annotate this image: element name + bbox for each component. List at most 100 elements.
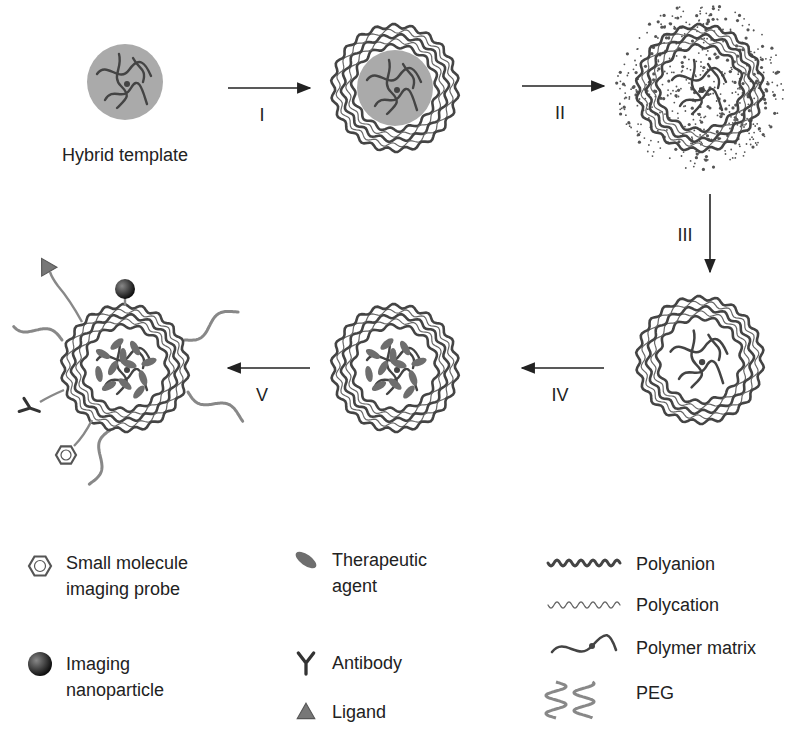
dissolved-template [664, 113, 666, 115]
polymer-chain [692, 331, 702, 388]
dissolved-template [688, 123, 691, 126]
dissolved-template [737, 119, 739, 121]
imaging-nanoparticle-icon [28, 652, 52, 676]
dissolved-template [686, 68, 688, 70]
dissolved-template [668, 36, 670, 38]
dissolved-template [622, 83, 625, 86]
dissolved-template [718, 9, 720, 11]
dissolved-template [617, 75, 619, 77]
dissolved-template [657, 20, 660, 23]
therapeutic-agent [131, 384, 147, 401]
antibody-icon [298, 653, 313, 674]
dissolved-template [780, 83, 782, 85]
dissolved-template [673, 27, 676, 30]
dissolved-template [648, 144, 650, 146]
dissolved-template [712, 166, 715, 169]
dissolved-template [659, 147, 661, 149]
dissolved-template [683, 56, 686, 59]
dissolved-template [637, 133, 640, 136]
dissolved-template [764, 135, 766, 137]
dissolved-template [723, 114, 725, 116]
polyanion-layer [656, 44, 744, 132]
dissolved-template [700, 61, 702, 63]
dissolved-template [694, 163, 696, 165]
therapeutic-agent [94, 365, 104, 382]
dissolved-template [725, 153, 727, 155]
dissolved-template [743, 18, 745, 20]
legend-text: PEG [636, 680, 786, 706]
dissolved-template [771, 81, 773, 83]
dissolved-template [770, 62, 772, 64]
dissolved-template [657, 130, 659, 132]
therapeutic-agent [100, 379, 117, 393]
therapeutic-agent [140, 356, 157, 368]
therapeutic-agent [119, 348, 126, 364]
peg-sample [574, 682, 594, 718]
dissolved-template [745, 37, 748, 40]
dissolved-template [751, 146, 754, 149]
dissolved-template [657, 67, 660, 70]
dissolved-template [723, 99, 726, 102]
dissolved-template [707, 74, 710, 77]
polycation-layer [76, 319, 174, 417]
dissolved-template [743, 72, 745, 74]
dissolved-template [775, 98, 777, 100]
dissolved-template [699, 120, 701, 122]
imaging-probe-icon [29, 557, 51, 576]
dissolved-template [748, 103, 750, 105]
dissolved-template [772, 91, 774, 93]
legend-text: Therapeutic agent [332, 547, 452, 599]
polycation-layer [346, 319, 444, 417]
polymer-matrix [367, 60, 421, 114]
dissolved-template [742, 25, 744, 27]
dissolved-template [669, 58, 671, 60]
step-arrow [709, 194, 711, 272]
dissolved-template [651, 106, 653, 108]
peg-sample [546, 682, 566, 718]
template-caption: Hybrid template [35, 142, 215, 168]
dissolved-template [773, 94, 776, 97]
polycation-layer [346, 39, 444, 137]
dissolved-template [723, 83, 725, 85]
dissolved-template [700, 116, 702, 118]
dissolved-template [640, 55, 642, 57]
dissolved-template [735, 153, 737, 155]
dissolved-template [667, 89, 669, 91]
polymer-chain [403, 64, 414, 88]
dissolved-template [644, 137, 646, 139]
dissolved-template [700, 141, 702, 143]
dissolved-template [684, 126, 686, 128]
dissolved-template [769, 59, 771, 61]
dissolved-template [753, 30, 755, 32]
dissolved-template [698, 113, 701, 116]
dissolved-template [757, 48, 759, 50]
dissolved-template [731, 106, 734, 109]
dissolved-template [644, 65, 647, 68]
dissolved-template [717, 115, 719, 117]
dissolved-template [666, 37, 668, 39]
dissolved-template [657, 59, 659, 61]
imaging-probe-icon [35, 561, 46, 572]
dissolved-template [695, 60, 697, 62]
polyanion-layer [331, 304, 459, 432]
dissolved-template [769, 125, 772, 128]
polyanion-layer [656, 316, 744, 404]
dissolved-template [681, 36, 683, 38]
dissolved-template [753, 123, 755, 125]
dissolved-template [693, 130, 695, 132]
dissolved-template [759, 130, 761, 132]
linker [50, 272, 82, 322]
dissolved-template [777, 112, 779, 114]
therapeutic-agent [398, 339, 412, 356]
therapeutic-agent-icon [293, 549, 319, 572]
dissolved-template [691, 40, 694, 43]
dissolved-template [627, 121, 630, 124]
dissolved-template [673, 102, 675, 104]
dissolved-template [640, 123, 642, 125]
dissolved-template [676, 16, 679, 19]
dissolved-template [667, 94, 669, 96]
dissolved-template [730, 67, 732, 69]
dissolved-template [729, 159, 731, 161]
dissolved-template [685, 79, 687, 81]
dissolved-template [673, 72, 675, 74]
